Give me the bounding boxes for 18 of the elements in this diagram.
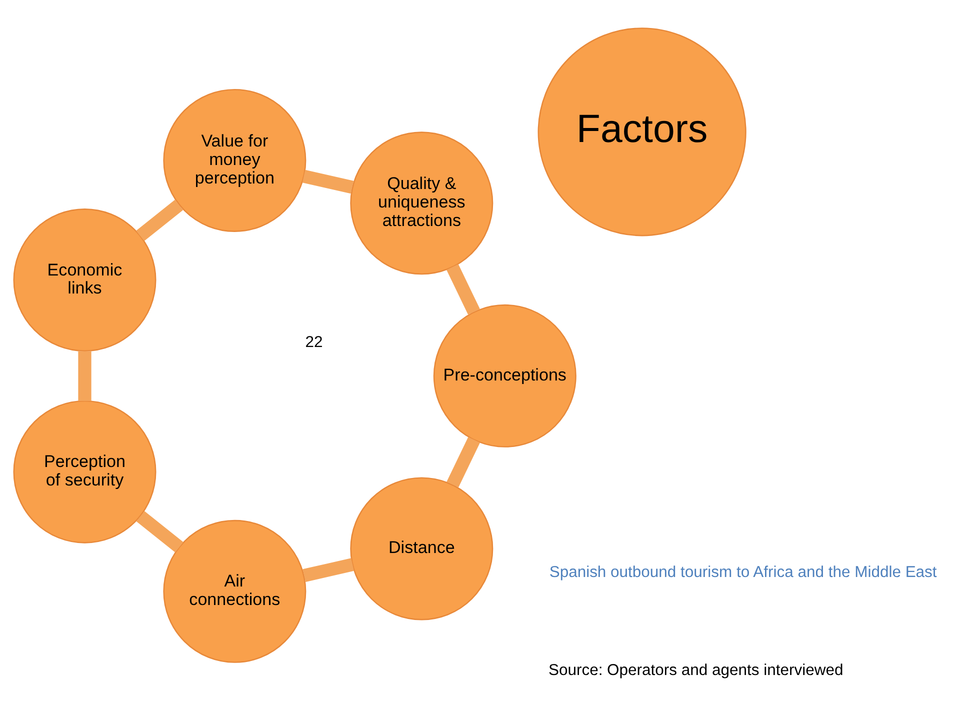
connector [136,199,184,240]
label: 22 [305,334,323,351]
node-circle: Value for money perception [163,88,306,232]
node-circle: Quality & uniqueness attractions [350,131,494,274]
connector [446,436,480,487]
node-circle: Economic links [13,208,156,352]
node-circle: Air connections [163,519,306,662]
connector [136,510,184,552]
connector [302,558,354,582]
label: Spanish outbound tourism to Africa and the Middle East [549,563,937,580]
node-circle: Pre-conceptions [433,304,576,447]
node-circle: Factors [538,27,746,236]
node-circle: Perception of security [13,400,156,543]
connector [78,350,92,400]
connector [446,264,480,314]
label: Source: Operators and agents interviewed [548,662,844,679]
node-circle: Distance [350,476,494,620]
connector [302,169,354,194]
